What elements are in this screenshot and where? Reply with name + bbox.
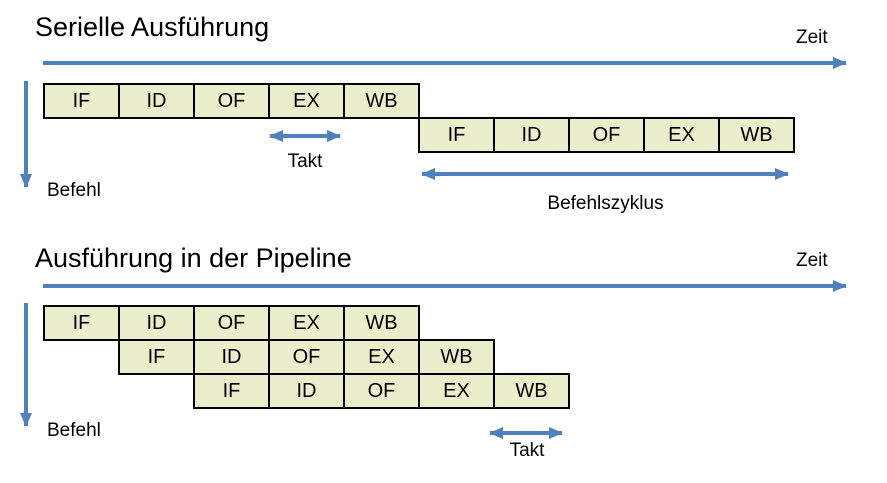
stage-cell: EX bbox=[418, 373, 495, 409]
stage-cell: OF bbox=[193, 83, 270, 119]
stage-cell: OF bbox=[343, 373, 420, 409]
stage-cell: WB bbox=[343, 83, 420, 119]
pipeline-time-axis-label: Zeit bbox=[796, 250, 828, 271]
pipeline-section-title: Ausführung in der Pipeline bbox=[35, 243, 352, 273]
stage-cell: ID bbox=[493, 117, 570, 153]
stage-cell: ID bbox=[118, 305, 195, 341]
stage-cell: WB bbox=[493, 373, 570, 409]
stage-cell: ID bbox=[193, 339, 270, 375]
serial-instruction-axis-label: Befehl bbox=[47, 180, 101, 201]
pipeline-instruction-2-row: IF ID OF EX WB bbox=[118, 339, 495, 375]
serial-instruction-1-row: IF ID OF EX WB bbox=[43, 83, 420, 119]
pipeline-instruction-3-row: IF ID OF EX WB bbox=[193, 373, 570, 409]
serial-section-title: Serielle Ausführung bbox=[35, 12, 270, 42]
stage-cell: OF bbox=[568, 117, 645, 153]
stage-cell: ID bbox=[268, 373, 345, 409]
stage-cell: WB bbox=[418, 339, 495, 375]
stage-cell: ID bbox=[118, 83, 195, 119]
serial-instruction-2-row: IF ID OF EX WB bbox=[418, 117, 795, 153]
stage-cell: IF bbox=[43, 305, 120, 341]
pipeline-instruction-1-row: IF ID OF EX WB bbox=[43, 305, 420, 341]
stage-cell: IF bbox=[193, 373, 270, 409]
stage-cell: IF bbox=[118, 339, 195, 375]
stage-cell: OF bbox=[193, 305, 270, 341]
serial-cycle-label: Befehlszyklus bbox=[547, 193, 664, 214]
stage-cell: EX bbox=[268, 83, 345, 119]
stage-cell: WB bbox=[718, 117, 795, 153]
serial-time-axis-label: Zeit bbox=[796, 27, 828, 48]
stage-cell: WB bbox=[343, 305, 420, 341]
pipeline-clock-label: Takt bbox=[509, 440, 545, 461]
stage-cell: IF bbox=[43, 83, 120, 119]
stage-cell: EX bbox=[643, 117, 720, 153]
pipeline-instruction-axis-label: Befehl bbox=[47, 420, 101, 441]
serial-clock-label: Takt bbox=[287, 151, 323, 172]
stage-cell: IF bbox=[418, 117, 495, 153]
stage-cell: OF bbox=[268, 339, 345, 375]
stage-cell: EX bbox=[268, 305, 345, 341]
stage-cell: EX bbox=[343, 339, 420, 375]
